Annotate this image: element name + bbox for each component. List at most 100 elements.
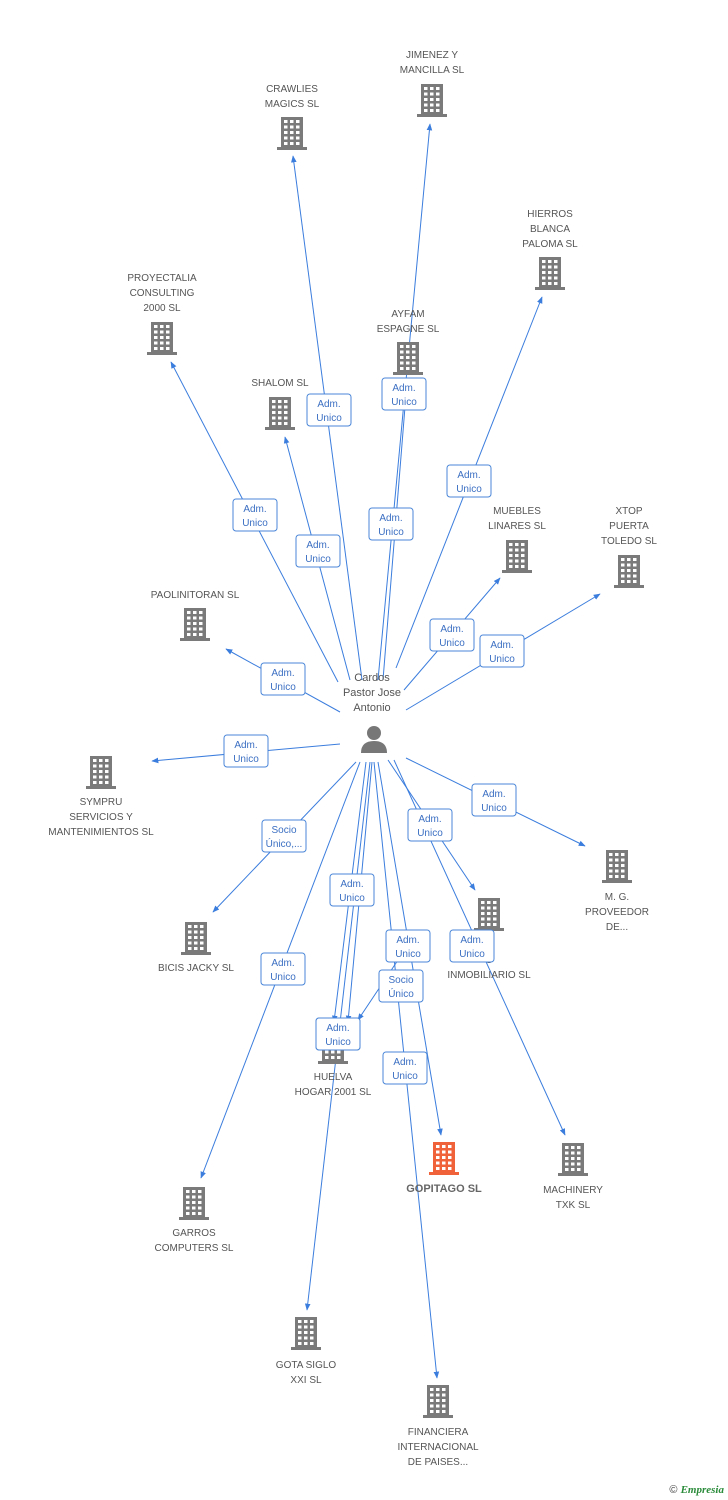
company-name-proyectalia: 2000 SL [143,303,181,314]
edge-label-sympru[interactable]: Adm.Unico [223,734,269,768]
edge-label-box [261,819,307,853]
company-name-sympru: MANTENIMIENTOS SL [48,827,154,838]
footer-brand[interactable]: © Empresia [669,1484,724,1496]
company-name-muebles: LINARES SL [488,521,546,532]
company-node-muebles[interactable]: MUEBLES LINARES SL [488,506,546,573]
edge-label-ayfam[interactable]: Adm.Unico [381,377,427,411]
edge-label-mg[interactable]: Adm.Unico [471,783,517,817]
company-name-grupo: INMOBILIARIO SL [447,970,531,981]
building-icon [277,117,307,150]
company-name-muebles: MUEBLES [493,506,541,517]
building-icon [417,84,447,117]
company-node-mg[interactable]: M. G.PROVEEDORDE... [585,850,649,933]
edge-label-box [368,507,414,541]
edge-label-text: Adm. [379,513,402,524]
edge-label-muebles[interactable]: Adm.Unico [429,618,475,652]
edge-label-text: Unico [339,893,365,904]
company-name-bicis: BICIS JACKY SL [158,963,234,974]
building-icon [265,397,295,430]
edge-label-text: Unico [489,654,515,665]
building-icon [423,1385,453,1418]
edge-label-text: Adm. [271,668,294,679]
company-name-garros: COMPUTERS SL [155,1243,234,1254]
company-name-jimenez: JIMENEZ Y [406,50,458,61]
person-icon [361,726,387,753]
edge-label-garros[interactable]: Adm.Unico [260,952,306,986]
company-name-sympru: SYMPRU [80,797,123,808]
copyright-symbol: © [669,1484,678,1496]
edge-label-text: Adm. [306,540,329,551]
edge-label-text: Unico [391,397,417,408]
edge-label-proyectalia[interactable]: Adm.Unico [232,498,278,532]
company-name-huelva: HUELVA [314,1072,353,1083]
company-name-gota: GOTA SIGLO [276,1360,337,1371]
edge-label-text: Adm. [393,1057,416,1068]
edge-label-box [407,808,453,842]
company-name-xtop: PUERTA [609,521,649,532]
edge-label-xtop[interactable]: Adm.Unico [479,634,525,668]
edge-label-text: Unico [459,949,485,960]
edge-label-gopitago[interactable]: Adm.Unico [385,929,431,963]
company-name-hierros: BLANCA [530,224,570,235]
edge-label-text: Adm. [317,399,340,410]
company-node-paolinitoran[interactable]: PAOLINITORAN SL [151,590,240,641]
company-name-gopitago: GOPITAGO SL [406,1183,482,1195]
edge-label-box [306,393,352,427]
edge-label-grupo[interactable]: Adm.Unico [407,808,453,842]
edge-label-box [382,1051,428,1085]
edge-label-bicis[interactable]: SocioÚnico,... [261,819,307,853]
company-name-crawlies: CRAWLIES [266,84,318,95]
edge-label-text: Socio [271,825,296,836]
company-node-shalom[interactable]: SHALOM SL [251,378,309,430]
company-name-mg: DE... [606,922,628,933]
edge-label-box [479,634,525,668]
company-name-ayfam: AYFAM [391,309,424,320]
company-node-gopitago[interactable]: GOPITAGO SL [406,1142,482,1195]
company-name-garros: GARROS [172,1228,216,1239]
company-node-ayfam[interactable]: AYFAM ESPAGNE SL [377,309,440,375]
edge-label-box [381,377,427,411]
edge-label-text: Adm. [234,740,257,751]
edge-label-text: Unico [270,972,296,983]
edge-label-text: Unico [242,518,268,529]
edge-label-text: Unico [316,413,342,424]
edge-label-text: Adm. [457,470,480,481]
company-name-sympru: SERVICIOS Y [69,812,133,823]
company-name-machinery: MACHINERY [543,1185,603,1196]
edge-label-huelva[interactable]: Adm.Unico [315,1017,361,1051]
edge-label-box [295,534,341,568]
edge-label-text: Unico [270,682,296,693]
company-node-garros[interactable]: GARROS COMPUTERS SL [155,1187,234,1254]
edge-label-box [429,618,475,652]
company-name-xtop: XTOP [615,506,642,517]
edge-label-text: Único [388,987,414,1000]
edge-label-text: Unico [481,803,507,814]
company-name-gota: XXI SL [290,1375,322,1386]
person-name: Antonio [353,702,390,714]
company-name-ayfam: ESPAGNE SL [377,324,440,335]
edge-label-crawlies[interactable]: Adm. Unico [306,393,352,427]
company-node-sympru[interactable]: SYMPRU SERVICIOS Y MANTENIMIENTOS SL [48,756,154,838]
company-node-gota[interactable]: GOTA SIGLO XXI SL [276,1317,337,1386]
edge-label-hierros[interactable]: Adm.Unico [446,464,492,498]
company-name-mg: PROVEEDOR [585,907,649,918]
edge-label-paolinitoran[interactable]: Adm. Unico [260,662,306,696]
person-name: Pastor Jose [343,687,401,699]
edge-label-financiera[interactable]: Adm.Unico [382,1051,428,1085]
company-node-bicis[interactable]: BICIS JACKY SL [158,922,234,974]
edge-label-text: Unico [395,949,421,960]
edge-label-text: Unico [439,638,465,649]
edge-label-machinery[interactable]: Adm.Unico [449,929,495,963]
edge-label-jimenez[interactable]: Adm.Unico [368,507,414,541]
edge-label-shalom[interactable]: Adm.Unico [295,534,341,568]
edge-label-huelva[interactable]: Adm.Unico [329,873,375,907]
